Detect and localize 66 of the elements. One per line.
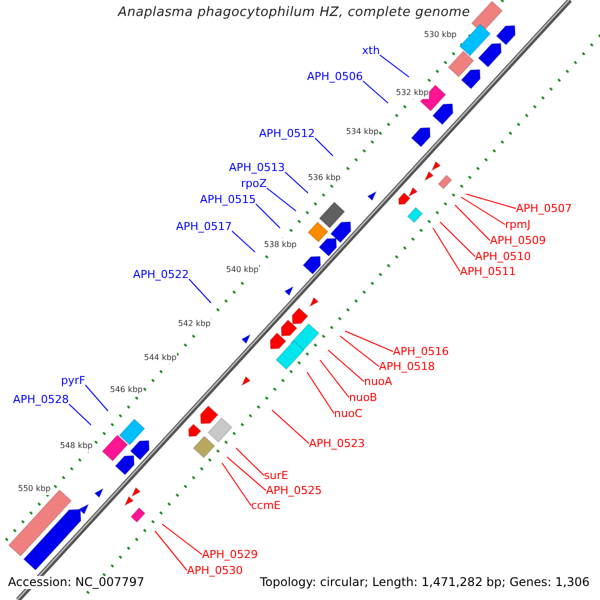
leader-line [344, 330, 394, 352]
gene-label: APH_0517 [176, 220, 232, 233]
scale-label: 538 kbp [264, 238, 297, 251]
leader-line [340, 336, 380, 367]
gene-label: APH_0513 [229, 161, 285, 174]
gene-label: xth [362, 44, 380, 57]
gene-label: APH_0530 [187, 564, 243, 577]
gene-label: APH_0510 [475, 250, 531, 263]
leader-line [466, 194, 516, 209]
scale-label: 548 kbp [60, 439, 93, 452]
gene-label: APH_0515 [200, 193, 256, 206]
gene-label: APH_0529 [202, 548, 258, 561]
scale-label: 542 kbp [178, 317, 211, 330]
gene-label: nuoA [364, 375, 392, 388]
leader-line [314, 138, 334, 156]
leader-line [320, 360, 350, 398]
gene-label: APH_0516 [393, 345, 449, 358]
gene-label: nuoB [349, 391, 378, 404]
gene-label: ccmE [251, 499, 281, 512]
leader-line [454, 204, 490, 241]
leader-line [440, 222, 476, 257]
leader-line [284, 172, 308, 194]
gene-label: APH_0525 [266, 484, 322, 497]
scale-label: 550 kbp [18, 482, 51, 495]
leader-line [266, 188, 296, 212]
leader-line [460, 196, 506, 225]
gene-label: APH_0506 [307, 70, 363, 83]
footer-text: Accession: NC_007797 [8, 576, 144, 589]
leader-line [255, 204, 280, 228]
gene-label: rpoZ [241, 177, 267, 190]
gene-label: nuoC [334, 407, 362, 420]
gene-label: APH_0512 [259, 127, 315, 140]
gene-label: APH_0528 [13, 393, 69, 406]
leader-line [222, 462, 252, 506]
leader-line [236, 448, 264, 476]
gene-label: APH_0509 [490, 234, 546, 247]
gene-label: APH_0522 [133, 268, 189, 281]
gene-label: APH_0507 [516, 202, 572, 215]
leader-line [306, 372, 334, 414]
footer-text: Topology: circular; Length: 1,471,282 bp; Genes: 1,306 [260, 576, 590, 589]
leader-line [84, 384, 108, 412]
gene-label: APH_0518 [379, 360, 435, 373]
leader-line [188, 278, 212, 304]
scale-label: 546 kbp [110, 383, 143, 396]
gene-label: APH_0511 [460, 265, 516, 278]
gene-label: rpmJ [505, 218, 530, 231]
gene-label: pyrF [61, 374, 86, 387]
gene-label: surE [264, 469, 288, 482]
scale-label: 540 kbp [226, 263, 259, 276]
scale-label: 532 kbp [396, 86, 429, 99]
leader-line [162, 524, 202, 555]
leader-line [362, 80, 388, 104]
title: Anaplasma phagocytophilum HZ, complete genome [118, 6, 470, 19]
leader-line [328, 350, 364, 382]
scale-label: 534 kbp [346, 125, 379, 138]
gene-label: APH_0523 [309, 437, 365, 450]
scale-label: 536 kbp [308, 171, 341, 184]
leader-line [231, 230, 256, 252]
scale-label: 544 kbp [144, 351, 177, 364]
leader-line [272, 410, 310, 444]
leader-line [379, 54, 410, 78]
leader-line [226, 456, 266, 491]
leader-line [432, 228, 460, 272]
scale-label: 530 kbp [424, 28, 457, 41]
leader-line [68, 404, 92, 426]
leader-line [154, 530, 188, 571]
